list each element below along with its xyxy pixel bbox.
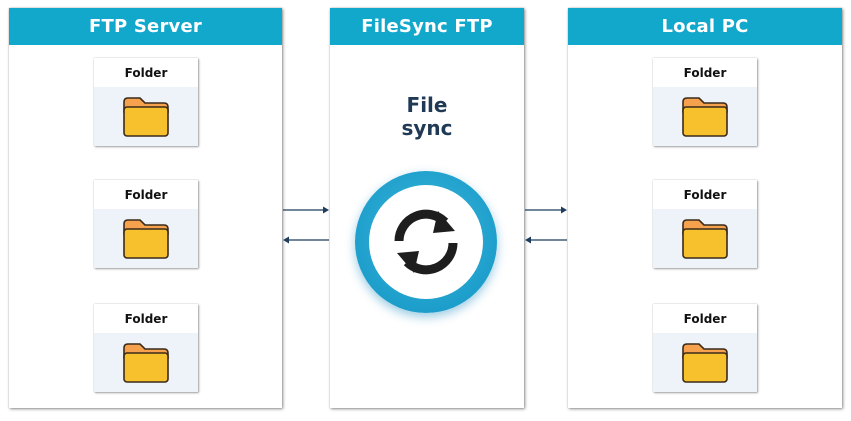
- ftp-server-panel: FTP Server Folder Folder Folder: [9, 8, 282, 408]
- arrow-left-icon: [525, 236, 567, 244]
- filesync-title: FileSync FTP: [330, 8, 524, 45]
- ftp-sync-connector: [283, 206, 329, 244]
- folder-icon: [682, 96, 728, 137]
- arrow-right-icon: [283, 206, 329, 214]
- sync-local-connector: [525, 206, 567, 244]
- local-pc-title: Local PC: [568, 8, 842, 45]
- arrow-right-icon: [525, 206, 567, 214]
- folder-icon: [123, 218, 169, 259]
- ftp-folder-card[interactable]: Folder: [94, 58, 198, 146]
- file-sync-label-line1: File: [406, 93, 448, 117]
- local-folder-card[interactable]: Folder: [653, 58, 757, 146]
- folder-label: Folder: [683, 65, 727, 80]
- folder-label: Folder: [683, 187, 727, 202]
- local-folder-card[interactable]: Folder: [653, 304, 757, 392]
- sync-arrows-icon: [394, 209, 458, 275]
- folder-label: Folder: [124, 311, 168, 326]
- folder-label: Folder: [683, 311, 727, 326]
- ftp-folder-card[interactable]: Folder: [94, 180, 198, 268]
- folder-label: Folder: [124, 187, 168, 202]
- folder-label: Folder: [124, 65, 168, 80]
- folder-icon: [682, 218, 728, 259]
- sync-button[interactable]: [355, 171, 497, 313]
- folder-icon: [123, 96, 169, 137]
- folder-icon: [123, 342, 169, 383]
- ftp-server-title: FTP Server: [9, 8, 282, 45]
- local-pc-panel: Local PC Folder Folder Folder: [568, 8, 842, 408]
- file-sync-label-line2: sync: [401, 116, 453, 140]
- local-folder-card[interactable]: Folder: [653, 180, 757, 268]
- filesync-panel: FileSync FTP File sync: [330, 8, 524, 408]
- ftp-folder-card[interactable]: Folder: [94, 304, 198, 392]
- folder-icon: [682, 342, 728, 383]
- arrow-left-icon: [283, 236, 329, 244]
